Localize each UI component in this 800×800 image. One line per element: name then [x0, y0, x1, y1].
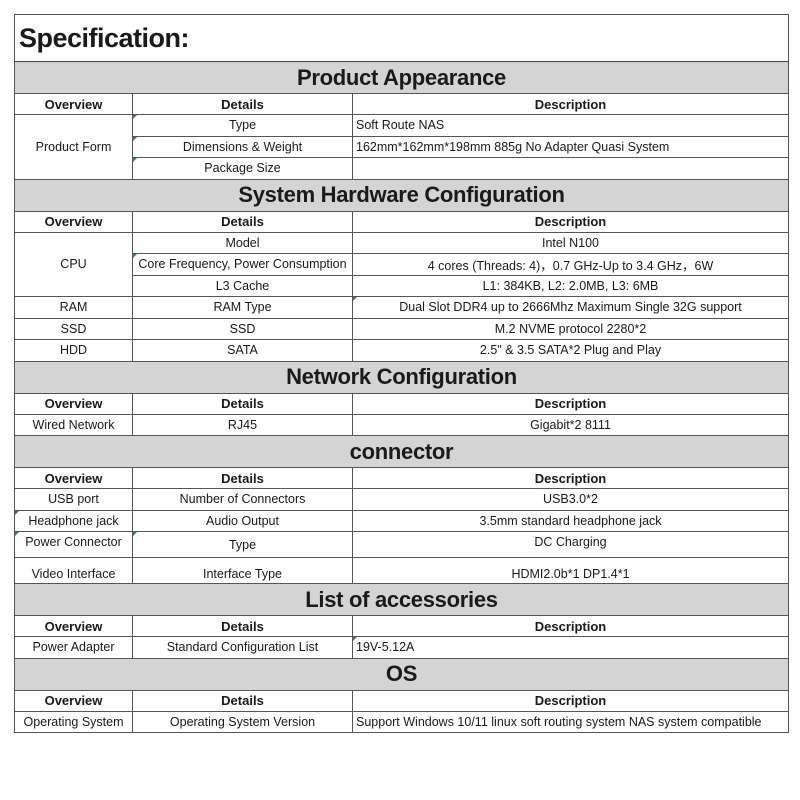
header-description: Description: [352, 93, 789, 115]
table-row: L3 Cache L1: 384KB, L2: 2.0MB, L3: 6MB: [15, 274, 789, 297]
details-cell: SSD: [132, 317, 353, 340]
header-overview: Overview: [14, 210, 133, 233]
header-details: Details: [132, 210, 353, 233]
table-row: Video Interface Interface Type HDMI2.0b*…: [14, 557, 789, 584]
table-row: USB port Number of Connectors USB3.0*2: [14, 488, 789, 511]
table-row: Product Form Type Soft Route NAS: [14, 114, 789, 180]
header-overview: Overview: [14, 615, 133, 637]
description-cell: 4 cores (Threads: 4)，0.7 GHz-Up to 3.4 G…: [352, 253, 789, 276]
section-hardware: System Hardware Configuration: [14, 178, 789, 212]
description-cell: Intel N100: [352, 231, 789, 254]
overview-cell: SSD: [14, 317, 133, 340]
section-title: OS: [14, 657, 789, 691]
section-os: OS: [14, 657, 789, 691]
header-overview: Overview: [14, 689, 133, 712]
overview-cell: Video Interface: [14, 557, 133, 584]
table-row: Dimensions & Weight 162mm*162mm*198mm 88…: [15, 135, 789, 158]
header-row: Overview Details Description: [14, 615, 789, 637]
table-row: SSD SSD M.2 NVME protocol 2280*2: [14, 317, 789, 340]
description-cell: Gigabit*2 8111: [352, 413, 789, 436]
overview-cell: USB port: [14, 488, 133, 511]
details-cell: SATA: [132, 339, 353, 362]
header-description: Description: [352, 392, 789, 415]
overview-cell: HDD: [14, 339, 133, 362]
header-details: Details: [132, 615, 353, 637]
overview-cell: Product Form: [14, 114, 133, 180]
section-accessories: List of accessories: [14, 583, 789, 616]
description-cell: 162mm*162mm*198mm 885g No Adapter Quasi …: [352, 135, 789, 158]
details-cell: Dimensions & Weight: [132, 135, 353, 158]
description-cell: Support Windows 10/11 linux soft routing…: [352, 710, 789, 733]
details-cell: Model: [132, 231, 353, 254]
description-cell: L1: 384KB, L2: 2.0MB, L3: 6MB: [352, 274, 789, 297]
header-overview: Overview: [14, 93, 133, 115]
details-cell: L3 Cache: [132, 274, 353, 297]
table-row: Package Size: [15, 157, 789, 180]
spec-table: Specification: Product Appearance Overvi…: [14, 14, 789, 733]
header-details: Details: [132, 689, 353, 712]
header-description: Description: [352, 689, 789, 712]
overview-cell: Headphone jack: [14, 509, 133, 532]
table-row: Wired Network RJ45 Gigabit*2 8111: [14, 413, 789, 436]
details-cell: Operating System Version: [132, 710, 353, 733]
header-description: Description: [352, 615, 789, 637]
description-cell: 3.5mm standard headphone jack: [352, 509, 789, 532]
section-title: List of accessories: [14, 583, 789, 616]
overview-cell: Power Connector: [14, 531, 133, 558]
overview-cell: RAM: [14, 296, 133, 319]
description-cell: Soft Route NAS: [352, 114, 789, 137]
details-cell: Core Frequency, Power Consumption: [132, 253, 353, 276]
description-cell: 2.5" & 3.5 SATA*2 Plug and Play: [352, 339, 789, 362]
description-cell: HDMI2.0b*1 DP1.4*1: [352, 557, 789, 584]
header-details: Details: [132, 467, 353, 489]
details-cell: RJ45: [132, 413, 353, 436]
header-overview: Overview: [14, 467, 133, 489]
section-title: System Hardware Configuration: [14, 178, 789, 212]
section-title: Network Configuration: [14, 360, 789, 394]
details-cell: RAM Type: [132, 296, 353, 319]
details-cell: Number of Connectors: [132, 488, 353, 511]
description-cell: DC Charging: [352, 531, 789, 558]
description-cell: USB3.0*2: [352, 488, 789, 511]
details-cell: Package Size: [132, 157, 353, 180]
table-row: Power Adapter Standard Configuration Lis…: [14, 636, 789, 659]
section-title: connector: [14, 435, 789, 468]
section-network: Network Configuration: [14, 360, 789, 394]
table-row: RAM RAM Type Dual Slot DDR4 up to 2666Mh…: [14, 296, 789, 319]
header-overview: Overview: [14, 392, 133, 415]
table-row: CPU Model Intel N100: [14, 231, 789, 297]
header-row: Overview Details Description: [14, 689, 789, 712]
overview-cell: Power Adapter: [14, 636, 133, 659]
details-cell: Interface Type: [132, 557, 353, 584]
table-row: Core Frequency, Power Consumption 4 core…: [15, 253, 789, 276]
title-row: Specification:: [14, 14, 789, 62]
details-cell: Standard Configuration List: [132, 636, 353, 659]
section-product-appearance: Product Appearance: [14, 61, 789, 94]
description-cell: 19V-5.12A: [352, 636, 789, 659]
table-row: Operating System Operating System Versio…: [14, 710, 789, 733]
header-row: Overview Details Description: [14, 467, 789, 489]
section-title: Product Appearance: [14, 61, 789, 94]
table-row: Power Connector Type DC Charging: [14, 531, 789, 558]
header-row: Overview Details Description: [14, 93, 789, 115]
section-connector: connector: [14, 435, 789, 468]
description-cell: M.2 NVME protocol 2280*2: [352, 317, 789, 340]
header-details: Details: [132, 392, 353, 415]
header-row: Overview Details Description: [14, 210, 789, 233]
table-row: Headphone jack Audio Output 3.5mm standa…: [14, 509, 789, 532]
header-description: Description: [352, 467, 789, 489]
header-description: Description: [352, 210, 789, 233]
header-row: Overview Details Description: [14, 392, 789, 415]
table-row: HDD SATA 2.5" & 3.5 SATA*2 Plug and Play: [14, 339, 789, 362]
page-title: Specification:: [14, 14, 789, 62]
overview-cell: CPU: [14, 231, 133, 297]
header-details: Details: [132, 93, 353, 115]
details-cell: Type: [132, 531, 353, 558]
description-cell: Dual Slot DDR4 up to 2666Mhz Maximum Sin…: [352, 296, 789, 319]
description-cell: [352, 157, 789, 180]
overview-cell: Wired Network: [14, 413, 133, 436]
details-cell: Type: [132, 114, 353, 137]
details-cell: Audio Output: [132, 509, 353, 532]
overview-cell: Operating System: [14, 710, 133, 733]
